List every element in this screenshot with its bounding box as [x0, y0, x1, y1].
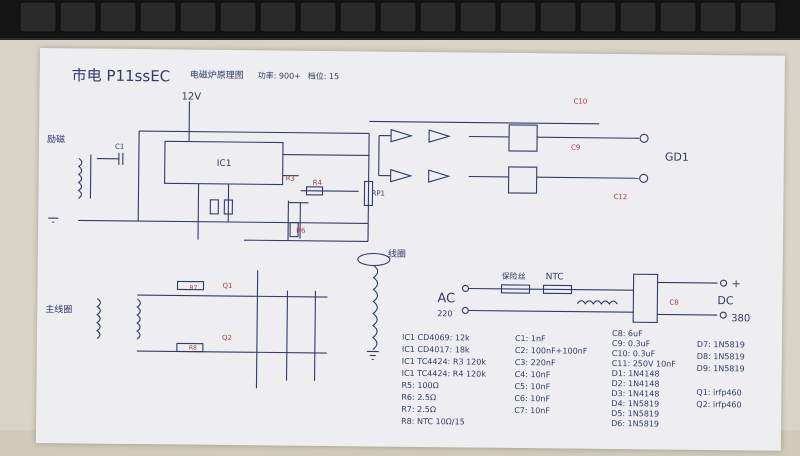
- component-item: C6: 10nF: [514, 394, 550, 403]
- component-item: R7: 2.5Ω: [401, 405, 436, 414]
- rp1-label: RP1: [371, 189, 385, 197]
- component-item: D6: 1N5819: [611, 419, 659, 429]
- component-item: IC1 CD4017: 18k: [402, 345, 470, 355]
- svg-text:R4: R4: [313, 179, 323, 187]
- component-item: D7: 1N5819: [697, 340, 745, 350]
- model-note: 档位: 15: [308, 71, 340, 81]
- ac-label: AC: [437, 291, 455, 306]
- component-item: C9: 0.3uF: [612, 339, 651, 348]
- component-item: R8: NTC 10Ω/15: [401, 417, 465, 427]
- ic1-chip: [164, 140, 284, 186]
- svg-text:Q2: Q2: [222, 334, 232, 342]
- svg-text:R8: R8: [189, 345, 197, 352]
- dc-label: DC: [717, 294, 734, 307]
- component-item: D3: 1N4148: [611, 389, 659, 399]
- component-item: D2: 1N4148: [611, 379, 659, 389]
- output-terminal-bottom: [639, 173, 649, 183]
- component-item: D9: 1N5819: [697, 364, 745, 374]
- ic1-label: IC1: [217, 159, 232, 169]
- component-item: C5: 10nF: [514, 382, 550, 391]
- component-item: D1: 1N4148: [612, 369, 660, 379]
- ac-voltage: 220: [437, 309, 452, 318]
- input-coil: [77, 157, 83, 199]
- component-item: C4: 10nF: [515, 370, 551, 379]
- component-item: IC1 TC4424: R4 120k: [402, 369, 487, 379]
- svg-text:C10: C10: [573, 98, 587, 106]
- svg-text:R3: R3: [286, 175, 295, 183]
- bottom-coil-label: 主线圈: [45, 303, 72, 315]
- svg-text:Q1: Q1: [222, 282, 232, 290]
- schematic-paper: 市电 P11ssEC 电磁炉原理图 功率: 900+ 档位: 15 12V 励磁…: [35, 48, 785, 451]
- svg-text:C9: C9: [571, 144, 580, 152]
- svg-text:R7: R7: [189, 285, 197, 292]
- component-item: D8: 1N5819: [697, 352, 745, 362]
- sheet-subtitle: 电磁炉原理图: [190, 69, 244, 82]
- component-item: R5: 100Ω: [401, 381, 438, 390]
- component-item: C2: 100nF+100nF: [515, 346, 588, 356]
- main-coil: [372, 265, 379, 350]
- component-item: R6: 2.5Ω: [401, 393, 436, 402]
- main-coil-label: 线圈: [388, 248, 406, 260]
- svg-text:C8: C8: [669, 299, 678, 307]
- svg-text:C1: C1: [115, 143, 124, 151]
- component-item: D4: 1N5819: [611, 399, 659, 409]
- output-terminal-top: [639, 133, 649, 143]
- component-list: IC1 CD4069: 12k IC1 CD4017: 18k IC1 TC44…: [401, 329, 745, 429]
- dc-voltage: 380: [731, 313, 750, 324]
- component-item: C8: 6uF: [612, 329, 643, 338]
- svg-text:C12: C12: [613, 193, 627, 201]
- component-item: C7: 10nF: [514, 406, 550, 415]
- sheet-title: 市电 P11ssEC: [72, 66, 171, 85]
- supply-voltage-label: 12V: [181, 91, 201, 102]
- component-item: C1: 1nF: [515, 334, 546, 343]
- component-item: IC1 TC4424: R3 120k: [402, 357, 487, 367]
- fuse-label: 保险丝: [502, 271, 526, 281]
- power-note: 功率: 900+: [258, 70, 301, 80]
- svg-text:R6: R6: [296, 227, 306, 235]
- component-item: C10: 0.3uF: [612, 349, 656, 358]
- svg-text:+: +: [732, 277, 741, 290]
- component-item: Q1: irfp460: [696, 388, 741, 397]
- ntc-label: NTC: [546, 272, 564, 282]
- bridge-rectifier: [632, 273, 659, 324]
- keyboard: [0, 0, 800, 38]
- component-item: C3: 220nF: [515, 358, 556, 367]
- output-label: GD1: [665, 151, 689, 164]
- desk-background: [0, 0, 800, 40]
- component-item: Q2: irfp460: [696, 400, 741, 409]
- excitation-coil-label: 励磁: [47, 133, 65, 145]
- component-item: D5: 1N5819: [611, 409, 659, 419]
- rp1-potentiometer: [363, 180, 374, 207]
- component-item: IC1 CD4069: 12k: [402, 333, 470, 343]
- schematic-drawing: 市电 P11ssEC 电磁炉原理图 功率: 900+ 档位: 15 12V 励磁…: [45, 66, 750, 429]
- component-item: C11: 250V 10nF: [612, 359, 677, 369]
